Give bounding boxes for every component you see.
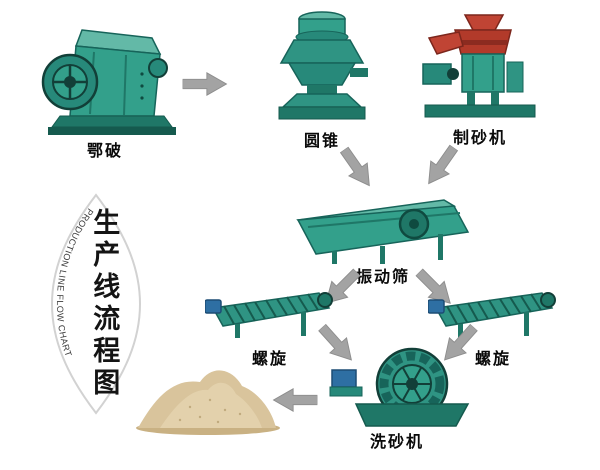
jaw-crusher-node: 鄂破 (30, 22, 180, 161)
jaw-crusher-image (41, 29, 176, 135)
sand-maker-label: 制砂机 (452, 130, 507, 147)
title-badge: PRODUCTION LINE FLOW CHART 生产线流程图 (46, 192, 146, 416)
title-oval-shape: PRODUCTION LINE FLOW CHART (50, 193, 142, 415)
vibrating-screen-node: 振动筛 (288, 196, 478, 287)
sand-washer-image (329, 347, 470, 427)
title-cn-text: 生产线流程图 (88, 208, 120, 400)
arrow-jaw-to-cone (182, 70, 228, 98)
spiral-left-node: 螺旋 (205, 288, 335, 369)
spiral-classifier-image (428, 292, 556, 338)
jaw-crusher-label: 鄂破 (86, 143, 123, 160)
spiral-right-label: 螺旋 (474, 351, 511, 368)
sand-maker-image (422, 14, 536, 118)
cone-crusher-node: 圆锥 (272, 8, 372, 151)
sand-washer-label: 洗砂机 (369, 434, 424, 451)
sand-washer-node: 洗砂机 (322, 346, 472, 452)
spiral-classifier-image (205, 292, 333, 338)
motor (331, 369, 357, 388)
motor (205, 299, 222, 314)
vibrating-screen-image (296, 199, 470, 264)
cone-crusher-label: 圆锥 (303, 133, 340, 150)
cone-crusher-image (278, 11, 368, 120)
sand-maker-node: 制砂机 (415, 12, 545, 148)
sand-pile-image (136, 370, 280, 435)
spiral-right-node: 螺旋 (428, 288, 558, 369)
spiral-left-label: 螺旋 (251, 351, 288, 368)
vibrating-screen-label: 振动筛 (355, 269, 410, 286)
arrow-icon (182, 70, 228, 98)
motor (428, 299, 445, 314)
